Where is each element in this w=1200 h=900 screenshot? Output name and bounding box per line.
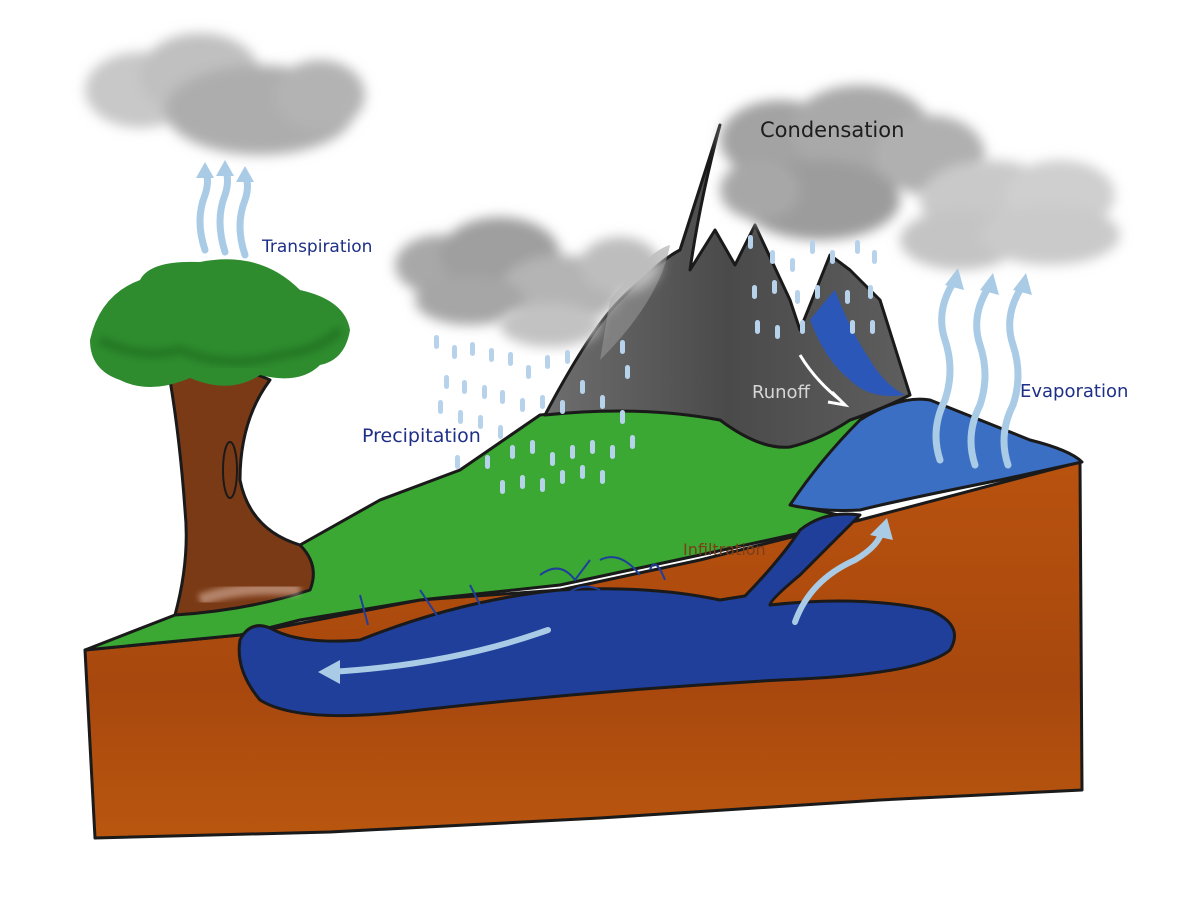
label-evaporation: Evaporation (1020, 381, 1128, 402)
rain-mountain (748, 235, 877, 339)
cloud-condensation (720, 85, 985, 240)
tree (90, 259, 350, 617)
cloud-top-left (85, 33, 365, 155)
rain-precipitation (434, 335, 635, 494)
label-transpiration: Transpiration (261, 237, 372, 257)
evaporation-arrows (932, 268, 1032, 469)
label-runoff: Runoff (752, 382, 811, 403)
cloud-right (900, 160, 1120, 270)
cloud-lower (500, 303, 600, 347)
label-condensation: Condensation (760, 118, 904, 142)
label-precipitation: Precipitation (362, 425, 481, 447)
transpiration-arrows (196, 160, 254, 259)
tree-foliage (90, 259, 350, 388)
groundwater-flow-arrows (318, 518, 893, 684)
label-infiltration: Infiltration (683, 540, 766, 559)
cloud-middle (395, 217, 660, 325)
